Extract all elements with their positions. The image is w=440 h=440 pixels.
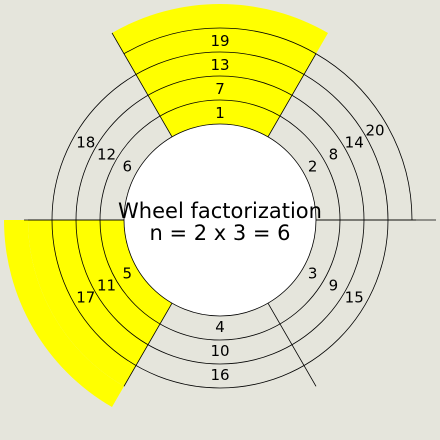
number-label-13: 13: [210, 56, 229, 74]
number-label-11: 11: [97, 277, 116, 295]
title-line-2: n = 2 x 3 = 6: [149, 221, 290, 245]
number-label-6: 6: [123, 158, 133, 176]
number-label-10: 10: [210, 342, 229, 360]
spoke-2: [267, 302, 317, 387]
number-label-15: 15: [345, 289, 364, 307]
number-label-18: 18: [76, 134, 95, 152]
title-line-1: Wheel factorization: [118, 199, 322, 223]
number-label-2: 2: [308, 158, 318, 176]
number-label-17: 17: [76, 289, 95, 307]
number-label-14: 14: [345, 134, 364, 152]
spoke-3: [123, 302, 173, 387]
number-label-12: 12: [97, 146, 116, 164]
number-label-3: 3: [308, 265, 318, 283]
number-label-4: 4: [215, 318, 225, 336]
number-label-19: 19: [210, 32, 229, 50]
spoke-0: [267, 53, 317, 138]
number-label-7: 7: [215, 80, 225, 98]
highlight-outer-sector-17: [4, 220, 124, 408]
number-label-9: 9: [329, 277, 339, 295]
spoke-5: [111, 32, 173, 138]
number-label-20: 20: [365, 122, 384, 140]
center-disk: [123, 123, 317, 317]
highlight-outer-sector-19: [112, 3, 328, 54]
number-label-16: 16: [210, 366, 229, 384]
number-label-8: 8: [329, 146, 339, 164]
highlight-sector-residue-5: [28, 220, 172, 387]
number-label-1: 1: [215, 104, 225, 122]
number-label-5: 5: [123, 265, 133, 283]
